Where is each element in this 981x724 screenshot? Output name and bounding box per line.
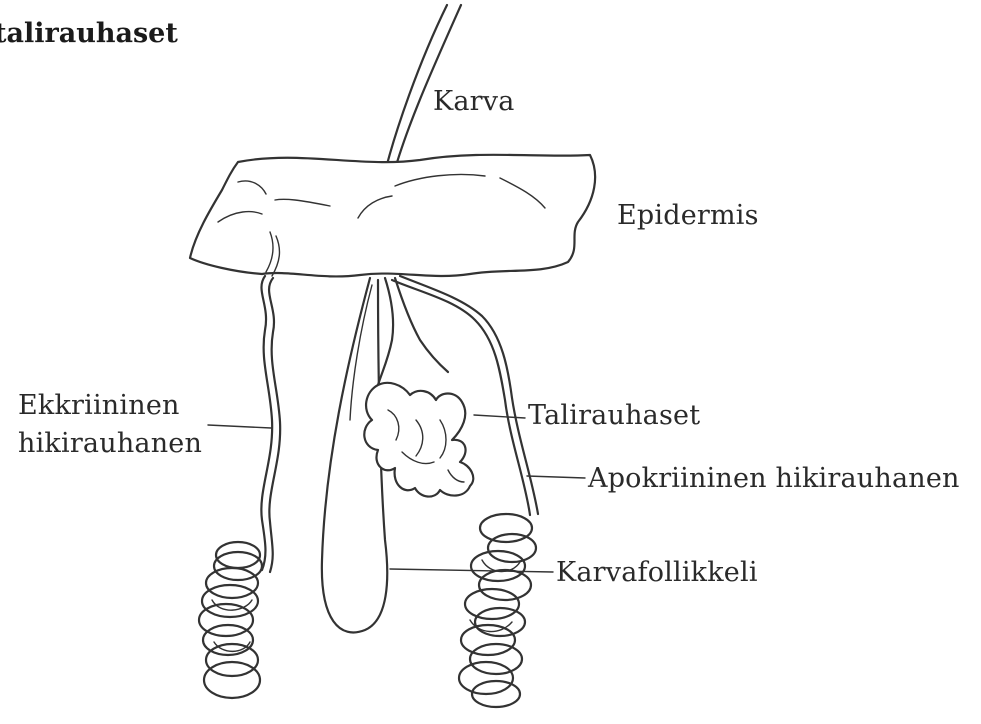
label-karvafollikkeli: Karvafollikkeli: [556, 557, 758, 588]
epidermis-block: [190, 155, 595, 277]
leader-eccrine: [208, 425, 271, 428]
label-ekkriininen-line1: Ekkriininen: [18, 390, 180, 421]
label-talirauhaset: Talirauhaset: [528, 400, 700, 431]
leader-apocrine: [527, 476, 585, 478]
label-karva: Karva: [433, 86, 515, 117]
label-apokriininen: Apokriininen hikirauhanen: [588, 463, 960, 494]
section-heading: talirauhaset: [0, 18, 178, 49]
label-ekkriininen-line2: hikirauhanen: [18, 428, 202, 459]
label-epidermis: Epidermis: [617, 200, 759, 231]
eccrine-sweat-gland: [199, 276, 280, 698]
leader-sebaceous: [474, 415, 525, 418]
sebaceous-glands: [364, 278, 473, 497]
